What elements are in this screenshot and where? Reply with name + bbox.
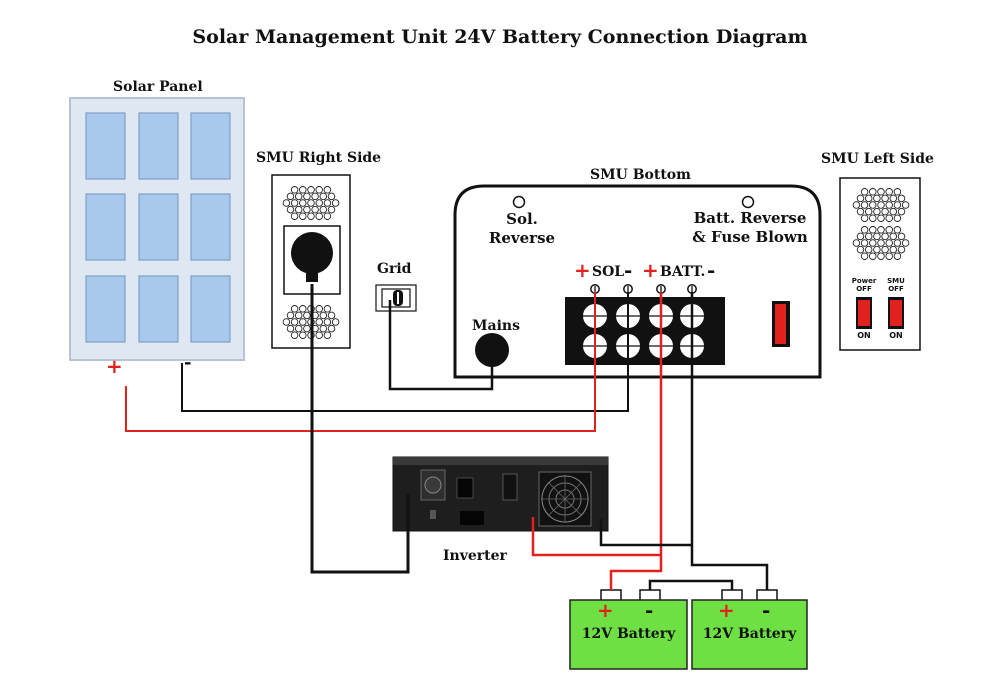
fuse-blown-label-line2: & Fuse Blown (692, 228, 808, 246)
batt-plus-sign: + (642, 258, 659, 282)
battery-2 (691, 589, 808, 670)
solar-minus-sign: - (184, 352, 192, 373)
smu-bottom-label: SMU Bottom (590, 167, 691, 183)
inverter-label: Inverter (443, 548, 507, 564)
batt-minus-sign: - (707, 258, 716, 282)
wall-socket-icon (375, 284, 417, 312)
solar-panel (69, 97, 245, 361)
batt-reverse-label-line1: Batt. Reverse (693, 209, 807, 227)
batt-terminal-label: BATT. (660, 264, 706, 280)
battery-1-label: 12V Battery (581, 626, 676, 642)
solar-cell (138, 112, 179, 180)
vent-holes-icon (852, 226, 910, 260)
battery-1-minus-sign: - (645, 598, 654, 622)
solar-cell-icon (85, 112, 231, 343)
sol-plus-sign: + (574, 258, 591, 282)
solar-cell (138, 275, 179, 343)
power-socket-icon (291, 232, 333, 282)
solar-cell (190, 193, 231, 261)
solar-cell (85, 275, 126, 343)
solar-plus-sign: + (106, 354, 123, 378)
solar-cell (190, 112, 231, 180)
vent-holes-icon (282, 186, 340, 220)
smu-switch-on-label: ON (889, 331, 903, 340)
solar-panel-label: Solar Panel (113, 79, 203, 95)
page-title: Solar Management Unit 24V Battery Connec… (192, 26, 808, 48)
solar-cell (85, 112, 126, 180)
sol-minus-sign: - (624, 258, 633, 282)
smu-right-side-label: SMU Right Side (256, 150, 382, 166)
smu-left-side-label: SMU Left Side (821, 151, 934, 167)
solar-cell (190, 275, 231, 343)
power-switch-on-label: ON (857, 331, 871, 340)
sol-reverse-label-line2: Reverse (488, 229, 556, 247)
solar-cell (138, 193, 179, 261)
sol-reverse-led (512, 195, 526, 209)
batt-reverse-led (741, 195, 755, 209)
inverter-unit (392, 456, 609, 532)
smu-left-side-panel (839, 177, 921, 351)
battery-2-minus-sign: - (762, 598, 771, 622)
grid-label: Grid (377, 261, 412, 277)
solar-cell (85, 193, 126, 261)
fan-icon (538, 471, 592, 527)
mains-label: Mains (472, 318, 520, 334)
mains-socket (475, 333, 509, 367)
battery-2-label: 12V Battery (702, 626, 797, 642)
sol-terminal-label: SOL (592, 264, 625, 280)
vent-holes-icon (852, 188, 910, 222)
battery-2-plus-sign: + (718, 598, 735, 622)
wiring (125, 284, 769, 590)
battery-1 (569, 589, 688, 670)
sol-reverse-label-line1: Sol. (506, 210, 538, 228)
battery-1-plus-sign: + (597, 598, 614, 622)
